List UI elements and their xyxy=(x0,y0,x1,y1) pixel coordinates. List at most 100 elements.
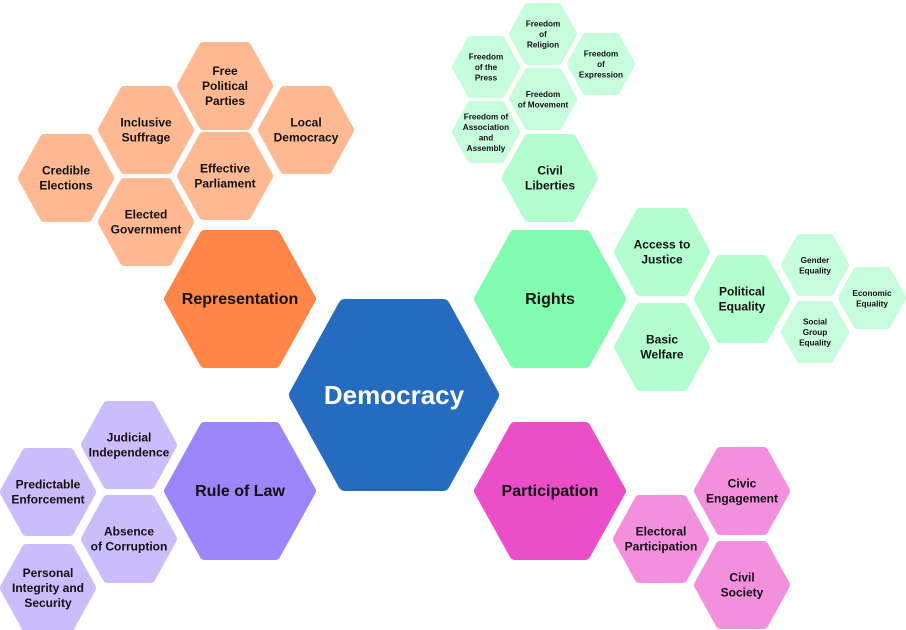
node-label-line: Participation xyxy=(625,540,698,554)
node-label-line: Representation xyxy=(182,291,298,308)
node-label-line: Participation xyxy=(502,483,599,500)
node-label-line: Integrity and xyxy=(12,581,84,595)
hexagon-shape xyxy=(474,422,626,560)
node-label-line: Equality xyxy=(856,299,888,308)
hexagon-shape xyxy=(164,422,316,560)
hexagon-shape xyxy=(781,234,849,296)
node-label-line: Democracy xyxy=(324,380,465,410)
node-label-line: Group xyxy=(803,328,828,337)
node-label-line: Gender xyxy=(801,255,830,264)
hexagon-shape xyxy=(838,267,906,329)
node-rights: Rights xyxy=(474,230,626,368)
node-label-line: Expression xyxy=(579,70,623,79)
node-label-line: Welfare xyxy=(640,348,683,362)
node-label-line: Independence xyxy=(89,446,170,460)
node-label: Democracy xyxy=(324,380,465,410)
hexagon-shape xyxy=(509,3,577,65)
node-label-line: of the xyxy=(475,63,498,72)
node-label-line: Civil xyxy=(729,571,754,585)
node-label-line: and xyxy=(479,133,494,142)
hexagon-shape xyxy=(258,86,354,174)
node-label-line: Freedom xyxy=(584,49,619,58)
hexagon-shape xyxy=(164,230,316,368)
hexagon-shape xyxy=(289,299,499,491)
hexagon-shape xyxy=(567,33,635,95)
node-label-line: Freedom xyxy=(469,52,504,61)
node-label-line: of Corruption xyxy=(91,540,168,554)
node-label-line: Freedom xyxy=(526,19,561,28)
node-label-line: Economic xyxy=(852,288,892,297)
node-label-line: Democracy xyxy=(274,131,339,145)
node-label-line: Parties xyxy=(205,94,245,108)
hexagon-shape xyxy=(781,301,849,363)
hexagon-shape xyxy=(694,255,790,343)
hexagon-shape xyxy=(694,541,790,629)
hexagon-shape xyxy=(177,132,273,220)
hexagon-shape xyxy=(694,447,790,535)
node-label-line: Equality xyxy=(799,338,831,347)
node-label-line: Credible xyxy=(42,164,90,178)
hexagon-shape xyxy=(452,36,520,98)
hexagon-shape xyxy=(0,544,96,630)
node-label-line: Predictable xyxy=(16,478,81,492)
node-label-line: Rights xyxy=(525,291,575,308)
node-participation: Participation xyxy=(474,422,626,560)
node-democracy: Democracy xyxy=(289,299,499,491)
hexagon-shape xyxy=(614,208,710,296)
node-label-line: Equality xyxy=(799,266,831,275)
hexagon-shape xyxy=(98,178,194,266)
node-representation: Representation xyxy=(164,230,316,368)
hexagon-shape xyxy=(0,448,96,536)
node-label-line: of Movement xyxy=(518,100,569,109)
node-label-line: Electoral xyxy=(636,525,687,539)
node-label-line: Freedom of xyxy=(464,112,509,121)
node-rule-of-law: Rule of Law xyxy=(164,422,316,560)
node-label-line: Justice xyxy=(641,253,683,267)
node-label-line: Assembly xyxy=(467,143,506,152)
node-label-line: Political xyxy=(719,285,765,299)
node-label-line: Civil xyxy=(537,164,562,178)
node-label-line: of xyxy=(539,30,547,39)
node-label-line: Government xyxy=(111,223,182,237)
hexagon-shape xyxy=(81,401,177,489)
node-label-line: of xyxy=(597,60,605,69)
hexagon-shape xyxy=(452,101,520,163)
node-label-line: Religion xyxy=(527,40,559,49)
hexagon-shape xyxy=(98,86,194,174)
node-label-line: Enforcement xyxy=(11,493,84,507)
node-label-line: Liberties xyxy=(525,179,575,193)
hexagon-shape xyxy=(177,42,273,130)
node-label-line: Association xyxy=(463,122,509,131)
hexagon-shape xyxy=(18,134,114,222)
